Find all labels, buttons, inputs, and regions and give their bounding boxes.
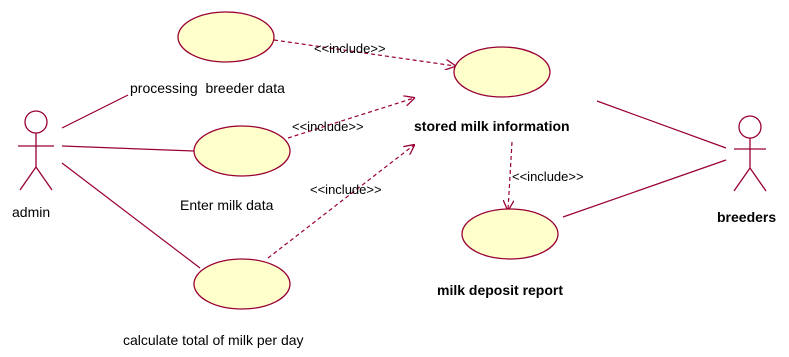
use-case-calculate-ellipse[interactable] <box>193 258 291 310</box>
actor-admin-leg-right <box>35 166 53 191</box>
actor-breeders-leg-right <box>749 167 767 192</box>
actor-admin-label: admin <box>12 204 50 220</box>
use-case-report-ellipse[interactable] <box>461 208 559 260</box>
actor-admin[interactable] <box>18 110 54 191</box>
actor-admin-leg-left <box>19 166 37 191</box>
actor-breeders-label: breeders <box>717 209 776 225</box>
assoc-report-breeders <box>562 159 727 218</box>
use-case-stored-label: stored milk information <box>414 118 570 134</box>
use-case-processing-ellipse[interactable] <box>177 11 275 63</box>
assoc-stored-breeders <box>596 100 727 149</box>
assoc-admin-calculate <box>61 162 201 269</box>
include-label-stored-report: <<include>> <box>512 169 584 184</box>
include-dependencies <box>267 39 512 259</box>
assoc-admin-enter <box>61 145 195 152</box>
include-calculate-stored <box>267 145 414 259</box>
include-processing-stored <box>273 39 455 66</box>
actor-breeders-head <box>738 115 762 139</box>
use-case-ellipses <box>177 11 559 310</box>
actor-admin-head <box>24 110 48 134</box>
assoc-admin-processing <box>61 94 129 129</box>
use-case-enter-ellipse[interactable] <box>193 125 291 177</box>
actor-breeders[interactable] <box>733 115 767 192</box>
include-enter-stored <box>287 98 414 139</box>
include-label-calculate-stored: <<include>> <box>310 182 382 197</box>
associations <box>61 94 727 269</box>
include-stored-report <box>508 141 512 210</box>
use-case-report-label: milk deposit report <box>437 282 563 298</box>
use-case-enter-label: Enter milk data <box>180 197 274 213</box>
use-case-calculate-label: calculate total of milk per day <box>123 332 304 348</box>
use-case-stored-ellipse[interactable] <box>453 46 551 98</box>
actor-breeders-leg-left <box>733 167 751 192</box>
include-label-enter-stored: <<include>> <box>292 119 364 134</box>
include-label-processing-stored: <<include>> <box>314 41 386 56</box>
use-case-processing-label: processing breeder data <box>130 80 285 96</box>
